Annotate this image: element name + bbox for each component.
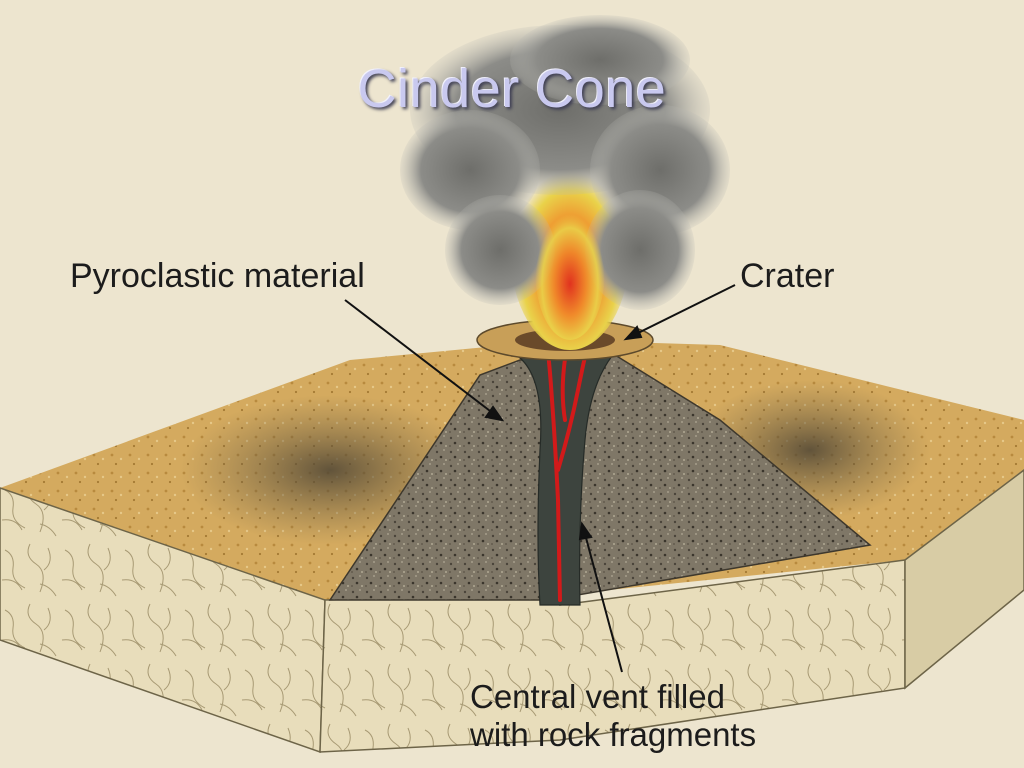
central-vent	[518, 355, 614, 606]
label-crater: Crater	[740, 257, 835, 295]
pointer-crater	[623, 284, 736, 341]
slide-title: Cinder Cone	[357, 59, 667, 119]
label-pyroclastic-material: Pyroclastic material	[70, 257, 365, 295]
pointer-pyroclastic	[344, 299, 505, 422]
block-side-right	[904, 469, 1024, 690]
label-central-vent-line2: with rock fragments	[470, 716, 757, 753]
smoke-plume	[400, 15, 730, 310]
pointer-vent	[578, 521, 623, 673]
label-central-vent-line1: Central vent filled	[470, 678, 725, 715]
label-central-vent: Central vent filled with rock fragments	[470, 678, 756, 754]
